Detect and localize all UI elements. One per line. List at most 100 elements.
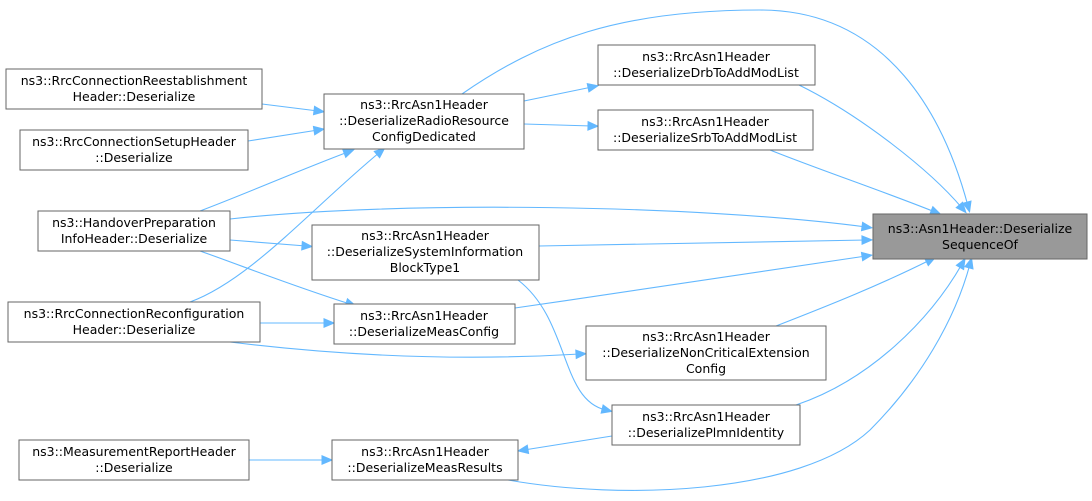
edge-arrowhead (312, 105, 326, 116)
node-label-line: ns3::RrcAsn1Header (642, 329, 771, 344)
edge-line (538, 239, 867, 247)
node-label-line: SequenceOf (942, 237, 1018, 252)
edge-line (523, 123, 593, 127)
edge-n6-to-n2 (189, 147, 386, 303)
node-label-line: ::DeserializeMeasResults (347, 460, 502, 475)
node-label-line: ::DeserializeSystemInformation (327, 244, 523, 259)
node-label-line: ::DeserializeRadioResource (339, 113, 509, 128)
node-label-line: ns3::RrcAsn1Header (642, 409, 771, 424)
edge-n13-to-n12 (249, 455, 334, 465)
node-deserialize-meas-results[interactable]: ns3::RrcAsn1Header ::DeserializeMeasResu… (331, 439, 519, 481)
edge-arrowhead (860, 251, 874, 262)
node-label-line: InfoHeader::Deserialize (61, 231, 208, 246)
edge-arrowhead (928, 205, 942, 215)
edge-line (769, 149, 936, 213)
edge-n2-to-n1 (523, 83, 600, 102)
node-label-line: Config (686, 361, 726, 376)
edge-line (798, 84, 963, 209)
node-asn1header-deserialize-sequenceof[interactable]: ns3::Asn1Header::Deserialize SequenceOf (872, 213, 1088, 260)
node-label-line: ns3::RrcConnectionReconfiguration (24, 306, 245, 321)
edge-arrowhead (516, 444, 530, 455)
node-label-line: Header::Deserialize (73, 322, 196, 337)
node-deserialize-system-information-blocktype1[interactable]: ns3::RrcAsn1Header ::DeserializeSystemIn… (311, 224, 540, 281)
node-deserialize-noncritical-extension-config[interactable]: ns3::RrcAsn1Header ::DeserializeNonCriti… (585, 325, 827, 381)
node-label-line: ::DeserializeDrbToAddModList (613, 65, 799, 80)
node-deserialize-srb-to-addmod-list[interactable]: ns3::RrcAsn1Header ::DeserializeSrbToAdd… (597, 109, 814, 151)
edge-arrowhead (587, 120, 600, 131)
edge-arrowhead (323, 318, 336, 328)
edge-line (517, 279, 607, 411)
edge-arrowhead (955, 201, 967, 214)
node-label-line: ::Deserialize (95, 460, 173, 475)
edge-arrowhead (964, 256, 974, 270)
edge-line (229, 341, 581, 358)
edge-line (247, 129, 319, 142)
edge-arrowhead (373, 147, 386, 159)
node-handover-preparation-info-deserialize[interactable]: ns3::HandoverPreparation InfoHeader::Des… (37, 210, 231, 252)
edge-n5-to-n2 (199, 148, 355, 212)
edge-line (229, 239, 307, 247)
edge-arrowhead (861, 235, 874, 246)
node-deserialize-plmn-identity[interactable]: ns3::RrcAsn1Header ::DeserializePlmnIden… (611, 404, 801, 446)
edge-n7-to-n0 (769, 149, 942, 215)
edge-arrowhead (312, 125, 326, 136)
node-deserialize-meas-config[interactable]: ns3::RrcAsn1Header ::DeserializeMeasConf… (333, 303, 516, 345)
node-label-line: ::DeserializeMeasConfig (349, 324, 499, 339)
node-label-line: ::DeserializeNonCriticalExtension (602, 345, 809, 360)
edge-n11-to-n12 (516, 435, 613, 455)
edge-n11-to-n0 (795, 257, 966, 406)
edge-n10-to-n0 (775, 256, 937, 327)
edge-line (507, 263, 971, 491)
edge-arrowhead (301, 240, 314, 251)
node-label-line: ns3::MeasurementReportHeader (32, 444, 236, 459)
edge-arrowhead (321, 455, 334, 465)
node-label-line: ConfigDedicated (372, 129, 476, 144)
edge-line (775, 259, 931, 327)
node-rrc-connection-reestablishment-deserialize[interactable]: ns3::RrcConnectionReestablishment Header… (5, 68, 263, 110)
node-label-line: ns3::RrcAsn1Header (360, 97, 489, 112)
edge-n9-to-n0 (514, 251, 874, 309)
node-label-line: ns3::RrcAsn1Header (642, 49, 771, 64)
edge-arrowhead (342, 148, 355, 159)
node-label-line: ns3::RrcAsn1Header (361, 228, 490, 243)
node-label-line: ::Deserialize (95, 150, 173, 165)
node-label-line: ns3::RrcAsn1Header (361, 444, 490, 459)
node-label-line: ns3::RrcConnectionSetupHeader (32, 134, 237, 149)
edge-arrowhead (575, 349, 588, 360)
edge-n4-to-n2 (247, 125, 326, 142)
edge-n5-to-n0 (229, 206, 874, 232)
edge-line (199, 250, 351, 305)
edge-n8-to-n0 (538, 235, 874, 247)
edge-n5-to-n8 (229, 239, 314, 251)
edge-arrowhead (586, 83, 600, 93)
node-label-line: BlockType1 (390, 260, 460, 275)
edge-line (514, 255, 867, 309)
edge-line (795, 263, 963, 406)
edge-arrowhead (600, 404, 614, 414)
edge-arrowhead (955, 257, 966, 271)
edge-line (189, 151, 381, 303)
node-label-line: Header::Deserialize (73, 89, 196, 104)
edge-arrowhead (860, 221, 874, 232)
node-label-line: ns3::RrcConnectionReestablishment (21, 73, 248, 88)
edge-n2-to-n7 (523, 120, 600, 131)
edge-line (199, 151, 349, 212)
node-label-line: ::DeserializePlmnIdentity (628, 425, 785, 440)
edge-n8-to-n11 (517, 279, 614, 414)
node-deserialize-radio-resource-config-dedicated[interactable]: ns3::RrcAsn1Header ::DeserializeRadioRes… (323, 93, 525, 150)
node-label-line: ns3::HandoverPreparation (52, 215, 216, 230)
edge-n3-to-n2 (261, 103, 326, 116)
node-label-line: ::DeserializeSrbToAddModList (613, 130, 797, 145)
edge-n1-to-n0 (798, 84, 967, 214)
edge-n12-to-n0 (507, 256, 974, 491)
node-measurement-report-deserialize[interactable]: ns3::MeasurementReportHeader ::Deseriali… (18, 439, 250, 481)
edge-line (461, 9, 969, 207)
edge-line (229, 206, 867, 228)
node-rrc-connection-reconfiguration-deserialize[interactable]: ns3::RrcConnectionReconfiguration Header… (7, 301, 261, 343)
edge-line (523, 86, 593, 102)
edge-line (523, 435, 613, 451)
node-rrc-connection-setup-deserialize[interactable]: ns3::RrcConnectionSetupHeader ::Deserial… (19, 129, 249, 171)
node-deserialize-drb-to-addmod-list[interactable]: ns3::RrcAsn1Header ::DeserializeDrbToAdd… (597, 44, 816, 86)
edge-arrowhead (962, 200, 972, 214)
